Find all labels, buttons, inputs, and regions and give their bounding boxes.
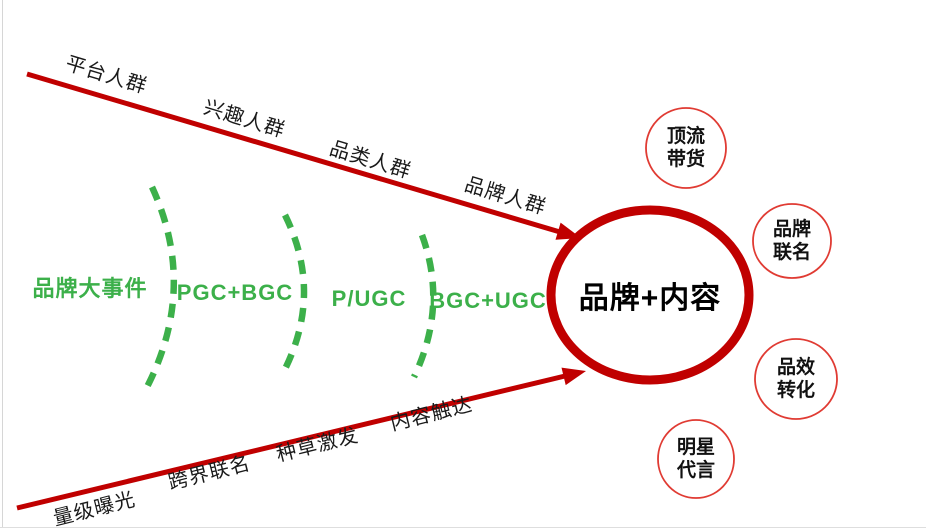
stage-label-pgc-bgc: PGC+BGC	[176, 280, 294, 305]
satellite-circle-celebrity	[657, 419, 735, 499]
satellite-label-brand-collab: 品牌 联名	[750, 218, 834, 264]
bottom-funnel-arrow-line	[16, 373, 566, 511]
satellite-label-line: 明星	[676, 437, 715, 458]
stage-divider-arc-1	[144, 185, 178, 389]
satellite-label-line: 代言	[676, 460, 715, 481]
stage-divider-arc-2	[280, 213, 308, 375]
satellite-label-line: 品牌	[772, 219, 811, 240]
core-circle-label: 品牌+内容	[578, 282, 722, 315]
satellite-label-top-live: 顶流 带货	[644, 125, 728, 171]
stage-label-bgc-ugc: BGC+UGC	[429, 288, 547, 313]
satellite-label-performance: 品效 转化	[754, 356, 838, 402]
stage-headline-brand-event: 品牌大事件	[32, 276, 148, 301]
satellite-label-line: 品效	[776, 357, 815, 378]
satellite-label-celebrity: 明星 代言	[654, 436, 738, 482]
stage-divider-arc-3	[411, 233, 437, 379]
satellite-circle-performance	[754, 338, 838, 420]
slide-left-edge	[2, 0, 3, 528]
satellite-label-line: 转化	[776, 380, 815, 401]
top-funnel-arrow-line	[26, 71, 561, 235]
satellite-circle-brand-collab	[752, 203, 832, 279]
satellite-label-line: 联名	[772, 242, 811, 263]
core-circle	[546, 205, 754, 385]
satellite-circle-top-live	[645, 107, 727, 189]
satellite-label-line: 带货	[666, 149, 705, 170]
bottom-funnel-arrow-head	[561, 367, 586, 386]
satellite-label-line: 顶流	[666, 126, 705, 147]
slide-bottom-edge	[0, 527, 926, 528]
stage-label-p-ugc: P/UGC	[331, 286, 407, 311]
